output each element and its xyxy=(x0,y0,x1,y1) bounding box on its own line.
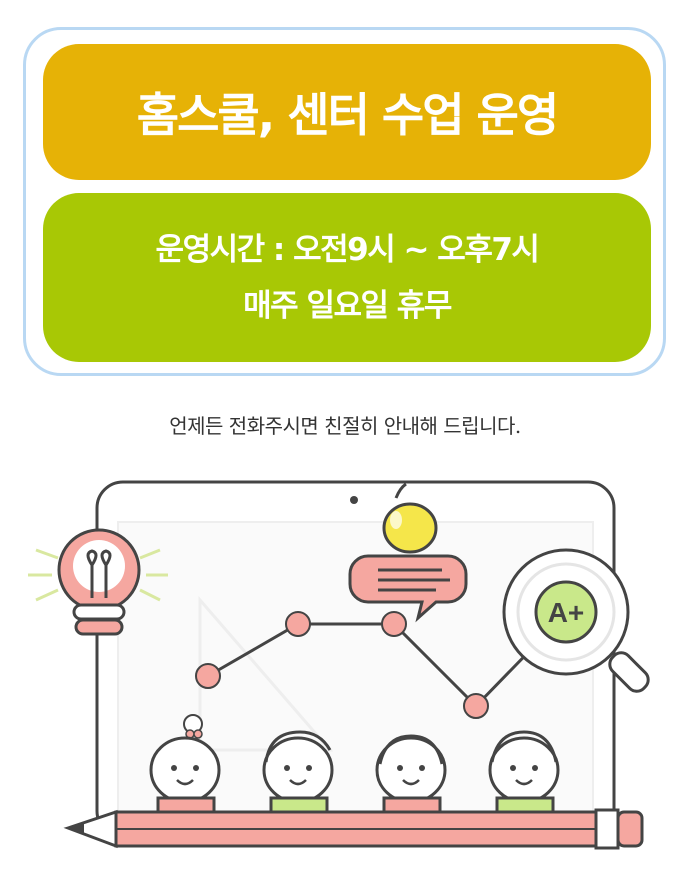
classroom-illustration: A+ xyxy=(28,480,650,850)
operating-hours-text: 운영시간 : 오전9시 ~ 오후7시 xyxy=(155,231,540,268)
child-girl-1 xyxy=(149,714,221,816)
line-graph xyxy=(195,611,550,719)
pencil-icon xyxy=(63,808,644,850)
hours-banner: 운영시간 : 오전9시 ~ 오후7시 매주 일요일 휴무 xyxy=(43,193,651,362)
title-banner: 홈스쿨, 센터 수업 운영 xyxy=(43,44,651,180)
camera-dot xyxy=(350,496,358,504)
holiday-text: 매주 일요일 휴무 xyxy=(243,287,452,324)
speech-bubble-icon xyxy=(348,554,468,623)
page-title: 홈스쿨, 센터 수업 운영 xyxy=(136,88,559,142)
magnifier-icon: A+ xyxy=(502,548,650,693)
apple-icon xyxy=(382,482,438,554)
grade-badge-text: A+ xyxy=(548,597,585,628)
contact-note: 언제든 전화주시면 친절히 안내해 드립니다. xyxy=(169,414,521,438)
child-girl-2 xyxy=(375,734,447,816)
lightbulb-icon xyxy=(28,528,168,636)
child-boy-2 xyxy=(488,730,560,816)
